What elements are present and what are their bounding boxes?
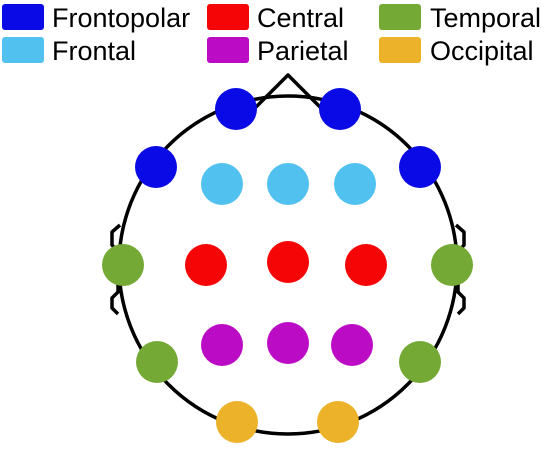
legend: Frontopolar Central Temporal Frontal Par… <box>2 3 541 66</box>
electrode-temporal-left <box>102 244 144 286</box>
legend-swatch-central <box>207 4 249 30</box>
electrode-central-center <box>267 241 309 283</box>
legend-swatch-parietal <box>207 37 249 63</box>
electrode-occipital-right <box>317 401 359 443</box>
legend-item-frontal: Frontal <box>2 36 136 66</box>
legend-item-frontopolar: Frontopolar <box>2 3 190 33</box>
legend-item-occipital: Occipital <box>379 36 534 66</box>
legend-label-central: Central <box>257 3 344 33</box>
electrode-central-left <box>185 244 227 286</box>
legend-swatch-frontal <box>2 37 44 63</box>
electrode-parietal-right <box>331 324 373 366</box>
electrode-central-right <box>345 244 387 286</box>
electrode-parietal-center <box>267 322 309 364</box>
legend-item-parietal: Parietal <box>207 36 349 66</box>
electrode-frontopolar-far-left <box>135 146 177 188</box>
legend-label-frontal: Frontal <box>52 36 136 66</box>
legend-swatch-occipital <box>379 37 421 63</box>
electrode-frontopolar-right <box>319 88 361 130</box>
legend-label-frontopolar: Frontopolar <box>52 3 190 33</box>
electrode-frontopolar-left <box>215 88 257 130</box>
electrode-frontal-center <box>267 163 309 205</box>
electrodes <box>102 88 473 443</box>
legend-label-temporal: Temporal <box>430 3 541 33</box>
electrode-frontopolar-far-right <box>399 146 441 188</box>
electrode-temporal-lower-left <box>136 341 178 383</box>
electrode-frontal-right <box>334 163 376 205</box>
electrode-occipital-left <box>216 401 258 443</box>
electrode-parietal-left <box>201 324 243 366</box>
legend-swatch-frontopolar <box>2 4 44 30</box>
electrode-frontal-left <box>201 163 243 205</box>
legend-item-temporal: Temporal <box>379 3 541 33</box>
electrode-temporal-right <box>431 244 473 286</box>
electrode-temporal-lower-right <box>399 341 441 383</box>
legend-item-central: Central <box>207 3 344 33</box>
legend-label-parietal: Parietal <box>257 36 349 66</box>
legend-label-occipital: Occipital <box>430 36 534 66</box>
legend-swatch-temporal <box>379 4 421 30</box>
nose <box>254 73 322 109</box>
